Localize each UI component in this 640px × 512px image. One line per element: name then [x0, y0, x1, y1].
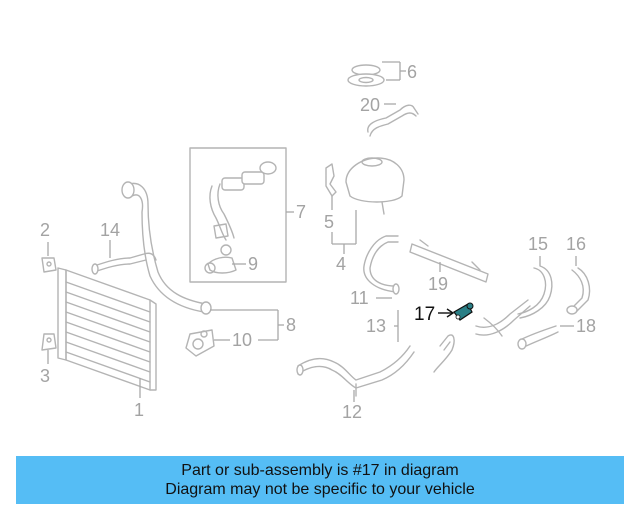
callout-4: 4	[336, 254, 346, 274]
callout-6: 6	[407, 62, 417, 82]
banner-line-2: Diagram may not be specific to your vehi…	[165, 481, 475, 498]
info-banner: Part or sub-assembly is #17 in diagram D…	[16, 456, 624, 504]
radiator-fin	[65, 281, 151, 313]
part-11-pipe[interactable]	[363, 235, 400, 295]
part-1-radiator[interactable]	[57, 267, 157, 391]
radiator-fin	[65, 331, 151, 363]
callout-8: 8	[286, 315, 296, 335]
upper-hose	[121, 181, 212, 315]
part-18-pipe[interactable]	[517, 325, 559, 350]
part-10-flange[interactable]	[185, 329, 215, 357]
callout-18: 18	[576, 316, 596, 336]
callout-19: 19	[428, 274, 448, 294]
radiator-fin	[65, 351, 151, 383]
part-16-hose[interactable]	[566, 267, 591, 315]
callout-11: 11	[350, 288, 369, 308]
callout-10: 10	[232, 330, 252, 350]
callout-12: 12	[342, 402, 362, 422]
part-5-bracket[interactable]	[325, 163, 337, 197]
part-19-bar[interactable]	[409, 239, 489, 283]
part-13-hoses[interactable]	[433, 299, 531, 373]
radiator-fin	[65, 311, 151, 343]
callout-20: 20	[360, 95, 380, 115]
assembly-box-7	[189, 147, 287, 283]
callout-15: 15	[528, 234, 548, 254]
radiator-fin	[65, 301, 151, 333]
banner-line-1: Part or sub-assembly is #17 in diagram	[181, 462, 459, 479]
callout-16: 16	[566, 234, 586, 254]
callout-14: 14	[100, 220, 120, 240]
callout-7: 7	[296, 202, 306, 222]
callout-9: 9	[248, 254, 258, 274]
part-3-mount[interactable]	[41, 333, 57, 351]
callout-2: 2	[40, 220, 50, 240]
part-2-bracket[interactable]	[41, 257, 57, 273]
radiator-fin	[65, 341, 151, 373]
callout-17: 17	[414, 304, 435, 325]
radiator-fin	[65, 321, 151, 353]
part-9-connector[interactable]	[204, 244, 237, 274]
radiator-fin	[65, 291, 151, 323]
reservoir[interactable]	[345, 157, 405, 215]
part-15-hose[interactable]	[517, 265, 553, 319]
part-12-lower-hose[interactable]	[296, 345, 415, 397]
callout-5: 5	[324, 212, 334, 232]
part-6-cap[interactable]	[347, 61, 406, 87]
part-17-highlighted[interactable]	[453, 302, 474, 321]
callout-1: 1	[134, 400, 144, 420]
callout-13: 13	[366, 316, 386, 336]
part-7-hose[interactable]	[209, 161, 277, 241]
part-20-hose[interactable]	[367, 103, 419, 137]
callout-3: 3	[40, 366, 50, 386]
